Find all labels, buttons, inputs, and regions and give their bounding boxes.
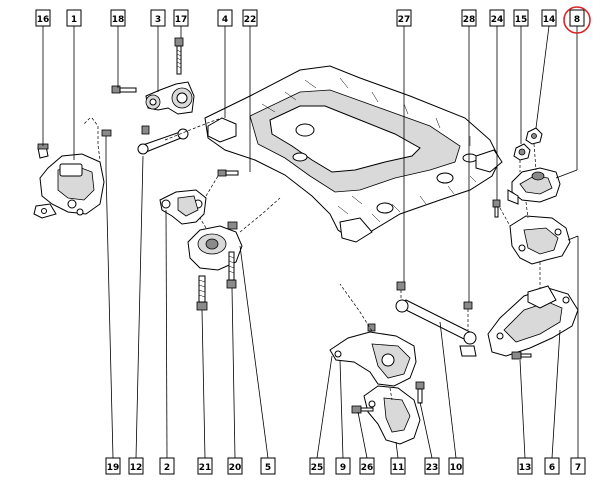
svg-text:27: 27 <box>398 15 411 25</box>
callout-8[interactable]: 8 <box>569 9 585 27</box>
bolt-19[interactable] <box>101 129 112 170</box>
callout-24: 24 <box>489 9 505 27</box>
svg-text:7: 7 <box>575 463 581 473</box>
callout-11: 11 <box>390 457 406 475</box>
link-rod[interactable] <box>137 125 189 155</box>
svg-text:14: 14 <box>543 15 556 25</box>
callout-7: 7 <box>570 457 586 475</box>
svg-text:28: 28 <box>463 15 476 25</box>
mount-bracket-7[interactable] <box>509 215 571 265</box>
bolt-23[interactable] <box>415 381 425 404</box>
svg-text:23: 23 <box>426 463 439 473</box>
bolt-20[interactable] <box>226 251 237 289</box>
leader-lines <box>42 25 579 459</box>
bolt-13[interactable] <box>511 351 532 360</box>
svg-text:13: 13 <box>519 463 532 473</box>
bolt-18[interactable] <box>111 85 137 94</box>
svg-text:17: 17 <box>175 15 188 25</box>
svg-text:18: 18 <box>112 15 125 25</box>
callout-23: 23 <box>424 457 440 475</box>
bolt-28[interactable] <box>463 301 473 310</box>
callout-4: 4 <box>217 9 233 27</box>
torque-rod-upper[interactable] <box>145 81 195 115</box>
svg-text:15: 15 <box>515 15 528 25</box>
callout-16-top: 16 <box>35 9 51 27</box>
bolt-24[interactable] <box>492 199 501 218</box>
callout-21: 21 <box>197 457 213 475</box>
callout-3: 3 <box>150 9 166 27</box>
svg-text:16: 16 <box>37 15 50 25</box>
bolt-16-left[interactable] <box>37 143 49 159</box>
callout-6: 6 <box>544 457 560 475</box>
bolt-15[interactable] <box>513 143 531 161</box>
bolt-21[interactable] <box>196 275 208 311</box>
callout-25: 25 <box>309 457 325 475</box>
svg-text:19: 19 <box>107 463 120 473</box>
callout-1: 1 <box>66 9 82 27</box>
rubber-mount-8[interactable] <box>507 167 561 205</box>
callout-27: 27 <box>396 9 412 27</box>
callout-20: 20 <box>227 457 243 475</box>
svg-text:2: 2 <box>164 463 170 473</box>
svg-text:6: 6 <box>549 463 555 473</box>
callout-22: 22 <box>242 9 258 27</box>
svg-text:8: 8 <box>574 15 580 25</box>
callout-28: 28 <box>461 9 477 27</box>
callout-12: 12 <box>128 457 144 475</box>
callout-5: 5 <box>260 457 276 475</box>
svg-text:20: 20 <box>229 463 242 473</box>
bolt-27[interactable] <box>396 281 406 291</box>
callout-18: 18 <box>110 9 126 27</box>
nut-14[interactable] <box>525 127 543 145</box>
svg-text:11: 11 <box>392 463 405 473</box>
bolt-22[interactable] <box>217 169 239 177</box>
svg-text:10: 10 <box>450 463 463 473</box>
svg-text:26: 26 <box>361 463 374 473</box>
bolt-17-top[interactable] <box>174 37 184 75</box>
svg-text:12: 12 <box>130 463 143 473</box>
bolt-26[interactable] <box>351 405 374 414</box>
svg-text:25: 25 <box>311 463 324 473</box>
engine-bracket-2[interactable] <box>159 189 207 225</box>
callout-2: 2 <box>159 457 175 475</box>
svg-text:21: 21 <box>199 463 212 473</box>
gearbox-bracket-9[interactable] <box>329 323 417 387</box>
highlight-circle <box>563 6 591 34</box>
svg-text:22: 22 <box>244 15 257 25</box>
front-subframe[interactable] <box>204 65 503 243</box>
svg-text:3: 3 <box>155 15 161 25</box>
svg-text:5: 5 <box>265 463 271 473</box>
gearbox-mount-6[interactable] <box>487 285 579 357</box>
callout-19: 19 <box>105 457 121 475</box>
callout-17: 17 <box>173 9 189 27</box>
tie-rod-lower[interactable] <box>395 299 477 357</box>
callout-26: 26 <box>359 457 375 475</box>
gearbox-bracket-11[interactable] <box>363 385 421 445</box>
left-engine-mount-bracket[interactable] <box>33 153 105 219</box>
callout-9: 9 <box>335 457 351 475</box>
callout-10: 10 <box>448 457 464 475</box>
svg-text:24: 24 <box>491 15 504 25</box>
svg-text:9: 9 <box>340 463 346 473</box>
callout-15: 15 <box>513 9 529 27</box>
svg-text:1: 1 <box>71 15 77 25</box>
callout-14: 14 <box>541 9 557 27</box>
svg-text:4: 4 <box>222 15 228 25</box>
callout-13: 13 <box>517 457 533 475</box>
